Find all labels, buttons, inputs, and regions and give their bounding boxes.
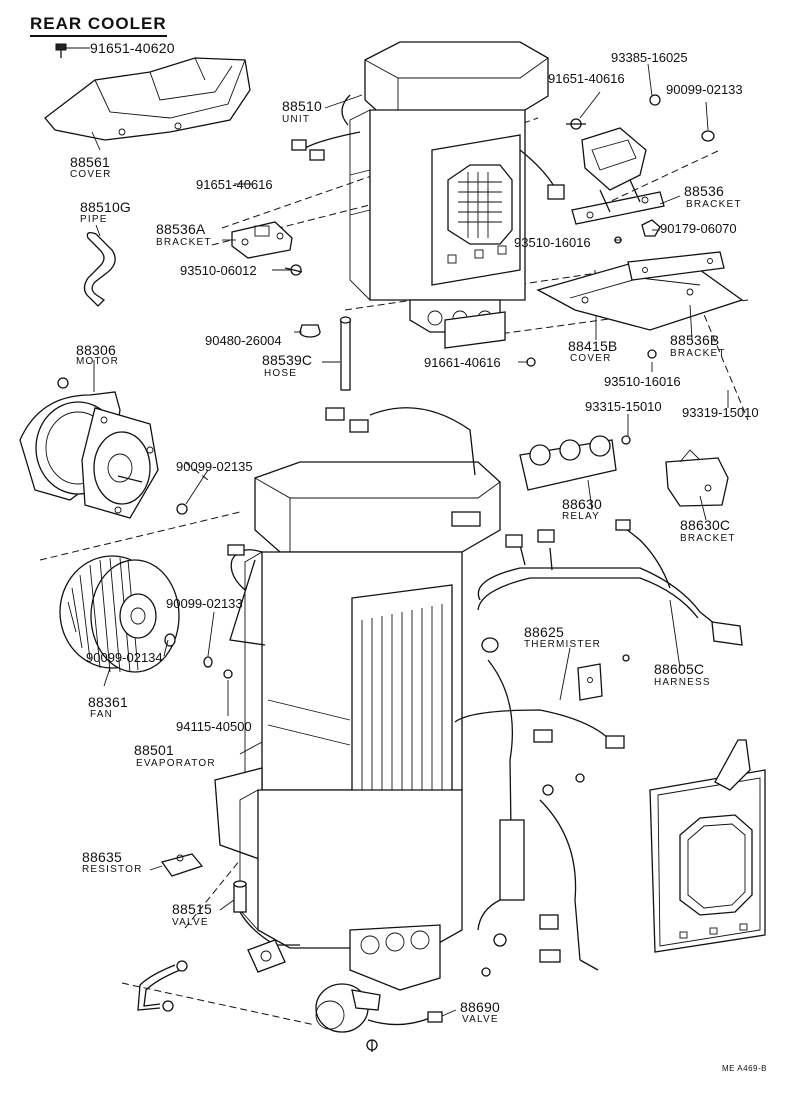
valve-88690-drawing: [315, 983, 443, 1052]
part-number-label: 88635: [82, 849, 122, 865]
part-number-label: 94115-40500: [176, 719, 252, 734]
part-name-label: COVER: [70, 169, 112, 180]
relay-88630-drawing: [519, 435, 729, 507]
evaporator-88501-drawing: [214, 461, 501, 991]
part-number-label: 90099-02134: [86, 650, 163, 665]
part-name-label: MOTOR: [76, 356, 120, 367]
part-number-label: 88536A: [156, 221, 206, 237]
part-number-label: 88415B: [568, 338, 618, 354]
part-number-label: 93510-06012: [180, 263, 257, 278]
valve-88515-drawing: [137, 880, 300, 1012]
part-number-label: 88605C: [654, 661, 705, 677]
part-number-label: 88630: [562, 496, 602, 512]
part-name-label: BRACKET: [686, 199, 742, 210]
part-name-label: BRACKET: [680, 533, 736, 544]
part-number-label: 93385-16025: [611, 50, 688, 65]
unit-88510-drawing: [291, 41, 565, 349]
part-number-label: 88306: [76, 342, 116, 358]
cover-88415b-drawing: [536, 251, 744, 331]
part-name-label: VALVE: [462, 1014, 499, 1025]
part-number-label: 88690: [460, 999, 500, 1015]
part-number-label: 90480-26004: [205, 333, 282, 348]
leader-lines: [66, 47, 729, 1017]
part-name-label: BRACKET: [670, 348, 726, 359]
part-number-label: 88510: [282, 98, 322, 114]
part-name-label: HARNESS: [654, 677, 711, 688]
part-number-label: 91651-40616: [196, 177, 273, 192]
thermister-88625-drawing: [577, 663, 603, 701]
part-number-label: 88510G: [80, 199, 132, 215]
harness-88605c-drawing: [325, 407, 743, 977]
part-number-label: 88536B: [670, 332, 720, 348]
part-number-label: 90179-06070: [660, 221, 737, 236]
part-number-label: 88515: [172, 901, 212, 917]
bracket-88536-drawing: [566, 94, 715, 244]
part-number-label: 88625: [524, 624, 564, 640]
part-number-label: 88501: [134, 742, 174, 758]
part-number-label: 88536: [684, 183, 724, 199]
part-number-label: 88539C: [262, 352, 313, 368]
part-number-label: 88361: [88, 694, 128, 710]
part-number-label: 93315-15010: [585, 399, 662, 414]
part-number-label: 91651-40616: [548, 71, 625, 86]
resistor-88635-drawing: [160, 853, 204, 877]
side-frame-drawing: [649, 739, 766, 953]
part-number-label: 93510-16016: [514, 235, 591, 250]
part-number-label: 91651-40620: [90, 40, 175, 56]
fan-88361-drawing: [59, 555, 233, 679]
part-name-label: RESISTOR: [82, 864, 143, 875]
part-number-label: 93510-16016: [604, 374, 681, 389]
part-name-label: THERMISTER: [524, 639, 601, 650]
part-name-label: UNIT: [282, 114, 311, 125]
part-name-label: HOSE: [264, 368, 298, 379]
diagram-title: REAR COOLER: [30, 14, 167, 37]
part-name-label: BRACKET: [156, 237, 212, 248]
part-name-label: COVER: [570, 353, 612, 364]
part-number-label: 88561: [70, 154, 110, 170]
part-name-label: RELAY: [562, 511, 601, 522]
pipe-88510g-drawing: [83, 232, 116, 307]
part-name-label: PIPE: [80, 214, 108, 225]
drawing-code: ME A469-B: [722, 1064, 767, 1073]
bracket-88536a-drawing: [231, 221, 303, 276]
motor-88306-drawing: [19, 377, 188, 519]
part-number-label: 88630C: [680, 517, 731, 533]
part-name-label: FAN: [90, 709, 114, 720]
part-number-label: 91661-40616: [424, 355, 501, 370]
hose-88539c-drawing: [299, 316, 657, 391]
part-name-label: VALVE: [172, 917, 209, 928]
part-number-label: 93319-15010: [682, 405, 759, 420]
part-number-label: 90099-02133: [166, 596, 243, 611]
part-name-label: EVAPORATOR: [136, 758, 216, 769]
cover-88561-drawing: [44, 43, 251, 141]
part-number-label: 90099-02135: [176, 459, 253, 474]
part-number-label: 90099-02133: [666, 82, 743, 97]
